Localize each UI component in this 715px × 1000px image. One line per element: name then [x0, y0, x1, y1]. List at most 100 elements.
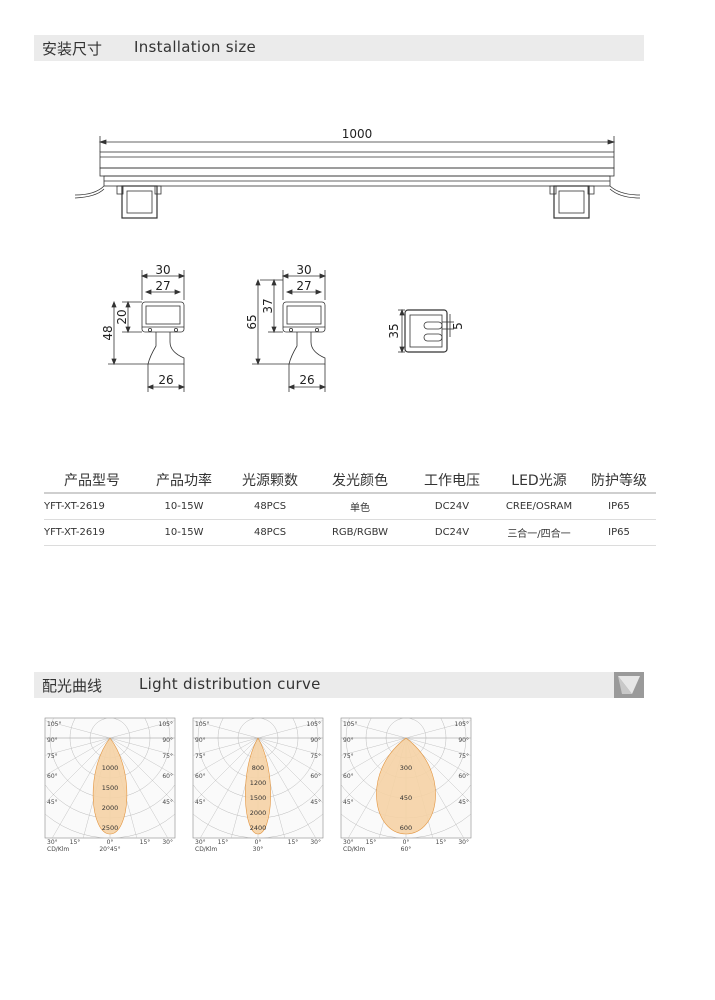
- cell-ip-rating: IP65: [582, 493, 656, 520]
- angle-label-left: 90°: [47, 737, 58, 744]
- table-row: YFT-XT-2619 10-15W 48PCS RGB/RGBW DC24V …: [44, 519, 656, 546]
- header-model: 产品型号: [44, 468, 140, 494]
- header-power: 产品功率: [140, 468, 228, 494]
- dim-a-height-upper: 20: [115, 309, 129, 324]
- installation-title-cn: 安装尺寸: [42, 40, 103, 58]
- angle-label-right: 105°: [307, 721, 321, 728]
- curve-value-label: 2000: [250, 809, 267, 817]
- corner-decoration-icon: [614, 672, 644, 698]
- beam-angle-label: 60°: [401, 846, 412, 853]
- installation-title-en: Installation size: [134, 38, 257, 56]
- dim-c-slot: 5: [451, 322, 465, 330]
- angle-label-bottom: 30°: [310, 839, 321, 846]
- cell-led-source: 三合一/四合一: [496, 519, 582, 546]
- angle-label-bottom: 30°: [162, 839, 173, 846]
- beam-curve: [245, 737, 271, 835]
- header-ip-rating: 防护等级: [582, 468, 656, 494]
- beam-angle-label: 30°: [253, 846, 264, 853]
- installation-section-header: 安装尺寸 Installation size: [34, 35, 644, 61]
- angle-label-bottom: 15°: [288, 839, 299, 846]
- dim-b-width-outer: 30: [296, 263, 311, 277]
- angle-label-right: 75°: [162, 753, 173, 760]
- beam-curve: [92, 737, 128, 835]
- dim-a-width-outer: 30: [155, 263, 170, 277]
- dim-b-base: 26: [299, 373, 314, 387]
- angle-label-bottom: 30°: [458, 839, 469, 846]
- angle-label-left: 105°: [343, 721, 357, 728]
- curve-title-cn: 配光曲线: [42, 677, 103, 695]
- angle-label-bottom: 30°: [343, 839, 354, 846]
- angle-label-left: 75°: [343, 753, 354, 760]
- light-curve-section-header: 配光曲线 Light distribution curve: [34, 672, 644, 698]
- angle-label-left: 45°: [343, 799, 354, 806]
- curve-value-label: 2500: [102, 824, 119, 832]
- angle-label-left: 90°: [343, 737, 354, 744]
- beam-angle-label: 20°45°: [99, 846, 120, 853]
- dim-b-height-upper: 37: [261, 298, 275, 313]
- angle-label-left: 90°: [195, 737, 206, 744]
- dim-a-width-inner: 27: [155, 279, 170, 293]
- dim-a-height-total: 48: [101, 325, 115, 340]
- polar-diagram-3: 300450600105°105°90°90°75°75°60°60°45°45…: [340, 717, 472, 853]
- curve-value-label: 300: [400, 764, 412, 772]
- angle-label-left: 105°: [195, 721, 209, 728]
- table-row: YFT-XT-2619 10-15W 48PCS 单色 DC24V CREE/O…: [44, 493, 656, 520]
- dim-b-width-inner: 27: [296, 279, 311, 293]
- dim-length: 1000: [342, 127, 373, 141]
- spec-table-header: 产品型号 产品功率 光源颗数 发光颜色 工作电压 LED光源 防护等级: [44, 468, 656, 494]
- angle-label-right: 60°: [162, 773, 173, 780]
- curve-value-label: 800: [252, 764, 264, 772]
- angle-label-bottom: 15°: [70, 839, 81, 846]
- angle-label-right: 105°: [455, 721, 469, 728]
- angle-label-left: 75°: [195, 753, 206, 760]
- curve-value-label: 1500: [102, 784, 119, 792]
- cell-ip-rating: IP65: [582, 519, 656, 546]
- cell-led-count: 48PCS: [228, 519, 312, 546]
- header-led-count: 光源颗数: [228, 468, 312, 494]
- angle-label-left: 105°: [47, 721, 61, 728]
- curve-value-label: 1200: [250, 779, 267, 787]
- curve-value-label: 1500: [250, 794, 267, 802]
- dim-c-height: 35: [387, 323, 401, 338]
- cell-led-count: 48PCS: [228, 493, 312, 520]
- angle-label-right: 45°: [310, 799, 321, 806]
- angle-label-right: 60°: [458, 773, 469, 780]
- angle-label-bottom: 15°: [366, 839, 377, 846]
- curve-value-label: 2400: [250, 824, 267, 832]
- curve-value-label: 2000: [102, 804, 119, 812]
- cell-led-source: CREE/OSRAM: [496, 493, 582, 520]
- curve-value-label: 450: [400, 794, 412, 802]
- angle-label-right: 90°: [162, 737, 173, 744]
- angle-label-right: 105°: [159, 721, 173, 728]
- unit-label: CD/Klm: [343, 846, 365, 853]
- angle-label-left: 60°: [195, 773, 206, 780]
- polar-diagram-2: 800 1200 1500 2000 2400 105° 105° 90° 90° 75° 75° 6…: [192, 717, 324, 853]
- cell-model: YFT-XT-2619: [44, 493, 140, 520]
- angle-label-right: 60°: [310, 773, 321, 780]
- cell-power: 10-15W: [140, 493, 228, 520]
- angle-label-bottom: 15°: [436, 839, 447, 846]
- header-led-source: LED光源: [496, 468, 582, 494]
- angle-label-left: 60°: [47, 773, 58, 780]
- curve-title-en: Light distribution curve: [139, 675, 321, 693]
- angle-label-right: 75°: [310, 753, 321, 760]
- unit-label: CD/Klm: [47, 846, 69, 853]
- cell-power: 10-15W: [140, 519, 228, 546]
- cell-color: RGB/RGBW: [312, 519, 408, 546]
- curve-value-label: 600: [400, 824, 412, 832]
- angle-label-bottom: 30°: [195, 839, 206, 846]
- angle-label-right: 75°: [458, 753, 469, 760]
- angle-label-left: 45°: [47, 799, 58, 806]
- cell-color: 单色: [312, 493, 408, 520]
- angle-label-bottom: 15°: [218, 839, 229, 846]
- dim-a-base: 26: [158, 373, 173, 387]
- angle-label-right: 90°: [310, 737, 321, 744]
- angle-label-bottom: 0°: [107, 839, 114, 846]
- cell-model: YFT-XT-2619: [44, 519, 140, 546]
- header-color: 发光颜色: [312, 468, 408, 494]
- angle-label-bottom: 0°: [255, 839, 262, 846]
- spec-table: 产品型号 产品功率 光源颗数 发光颜色 工作电压 LED光源 防护等级 YFT-…: [44, 468, 656, 546]
- dim-b-height-total: 65: [245, 314, 259, 329]
- cell-voltage: DC24V: [408, 519, 496, 546]
- angle-label-left: 60°: [343, 773, 354, 780]
